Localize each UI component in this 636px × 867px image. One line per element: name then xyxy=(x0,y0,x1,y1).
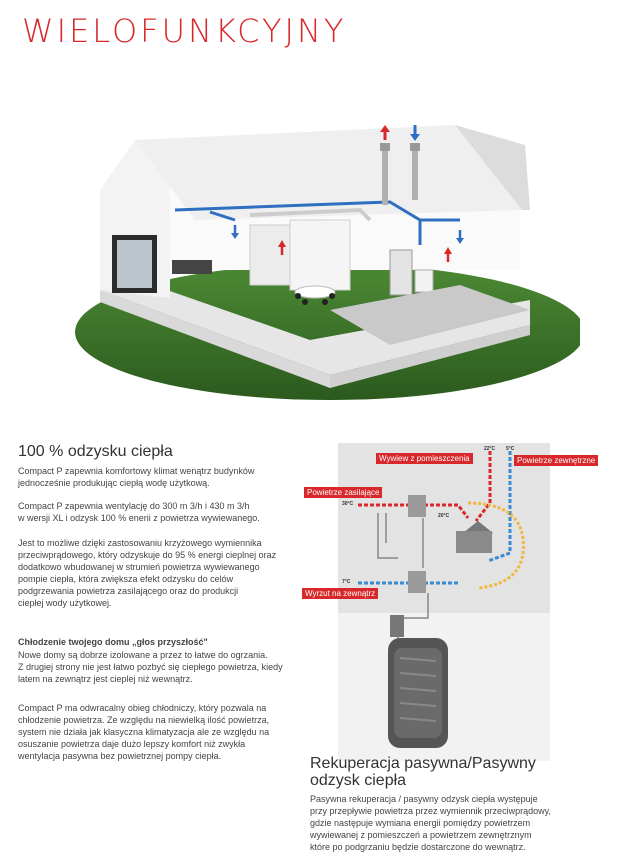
label-exhaust-out: Wyrzut na zewnątrz xyxy=(302,588,379,599)
text-line: latem na zewnątrz jest cieplej niż wewną… xyxy=(18,674,193,684)
house-illustration xyxy=(75,125,580,400)
section-heading-passive-recovery: Rekuperacja pasywna/Pasywny odzysk ciepł… xyxy=(310,755,600,789)
text-line: Compact P ma odwracalny obieg chłodniczy… xyxy=(18,703,267,713)
temp-5: 5°C xyxy=(506,446,515,452)
text-line: w wersji XL i odzysk 100 % enerii z powi… xyxy=(18,513,260,523)
subheading-cooling: Chłodzenie twojego domu „głos przyszłość… xyxy=(18,637,208,647)
temp-20: 20°C xyxy=(438,513,450,519)
text-line: Nowe domy są dobrze izolowane a przez to… xyxy=(18,650,268,660)
section-heading-heat-recovery: 100 % odzysku ciepła xyxy=(18,443,173,460)
text-line: wentylacja pasywna bez powietrznej pompy… xyxy=(18,751,222,761)
text-line: Compact P zapewnia komfortowy klimat wen… xyxy=(18,466,255,476)
text-line: wywiewanej z pomieszczeń a powietrzem ze… xyxy=(310,830,532,840)
text-line: przeciwprądowego, który odzyskuje do 95 … xyxy=(18,550,277,560)
text-line: które po podgrzaniu będzie dostarczone d… xyxy=(310,842,526,852)
paragraph-exchanger: Jest to możliwe dzięki zastosowaniu krzy… xyxy=(18,537,308,609)
heading-line: odzysk ciepła xyxy=(310,772,407,789)
text-line: ciepłej wody użytkowej. xyxy=(18,598,112,608)
text-line: jednocześnie produkując ciepłą wodę użyt… xyxy=(18,478,210,488)
text-line: dodatkowo wbudowanej w strumień powietrz… xyxy=(18,562,260,572)
text-line: Jest to możliwe dzięki zastosowaniu krzy… xyxy=(18,538,262,548)
text-line: gdzie następuje wymiana energii pomiędzy… xyxy=(310,818,531,828)
text-line: podgrzewania powietrza zasilającego oraz… xyxy=(18,586,239,596)
text-line: Z drugiej strony nie jest łatwo pozbyć s… xyxy=(18,662,283,672)
temp-7: 7°C xyxy=(342,579,351,585)
text-line: osuszanie powietrza daje dużo lepszy kom… xyxy=(18,739,246,749)
paragraph-cooling: Nowe domy są dobrze izolowane a przez to… xyxy=(18,649,308,685)
system-diagram: Wywiew z pomieszczenia Powietrze zewnętr… xyxy=(302,443,599,761)
temp-30: 30°C xyxy=(342,501,354,507)
paragraph-passive-recovery: Pasywna rekuperacja / pasywny odzysk cie… xyxy=(310,793,610,853)
heading-line: Rekuperacja pasywna/Pasywny xyxy=(310,755,536,772)
label-exhaust-from-room: Wywiew z pomieszczenia xyxy=(376,453,473,464)
temp-22: 22°C xyxy=(484,446,496,452)
text-line: przy przepływie powietrza przez wymienni… xyxy=(310,806,551,816)
text-line: chłodzenie powietrza. Ze względu na niew… xyxy=(18,715,270,725)
paragraph-reversible: Compact P ma odwracalny obieg chłodniczy… xyxy=(18,702,308,762)
label-outdoor-air: Powietrze zewnętrzne xyxy=(514,455,599,466)
text-line: Pasywna rekuperacja / pasywny odzysk cie… xyxy=(310,794,538,804)
paragraph-ventilation: Compact P zapewnia wentylację do 300 m 3… xyxy=(18,500,308,524)
text-line: pompie ciepła, która zwiększa efekt odzy… xyxy=(18,574,234,584)
text-line: system nie działa jak klasyczna klimatyz… xyxy=(18,727,270,737)
text-line: Compact P zapewnia wentylację do 300 m 3… xyxy=(18,501,250,511)
page-title: WIELOFUNKCYJNY xyxy=(22,12,347,50)
label-supply-air: Powietrze zasilające xyxy=(304,487,383,498)
paragraph-intro: Compact P zapewnia komfortowy klimat wen… xyxy=(18,465,308,489)
